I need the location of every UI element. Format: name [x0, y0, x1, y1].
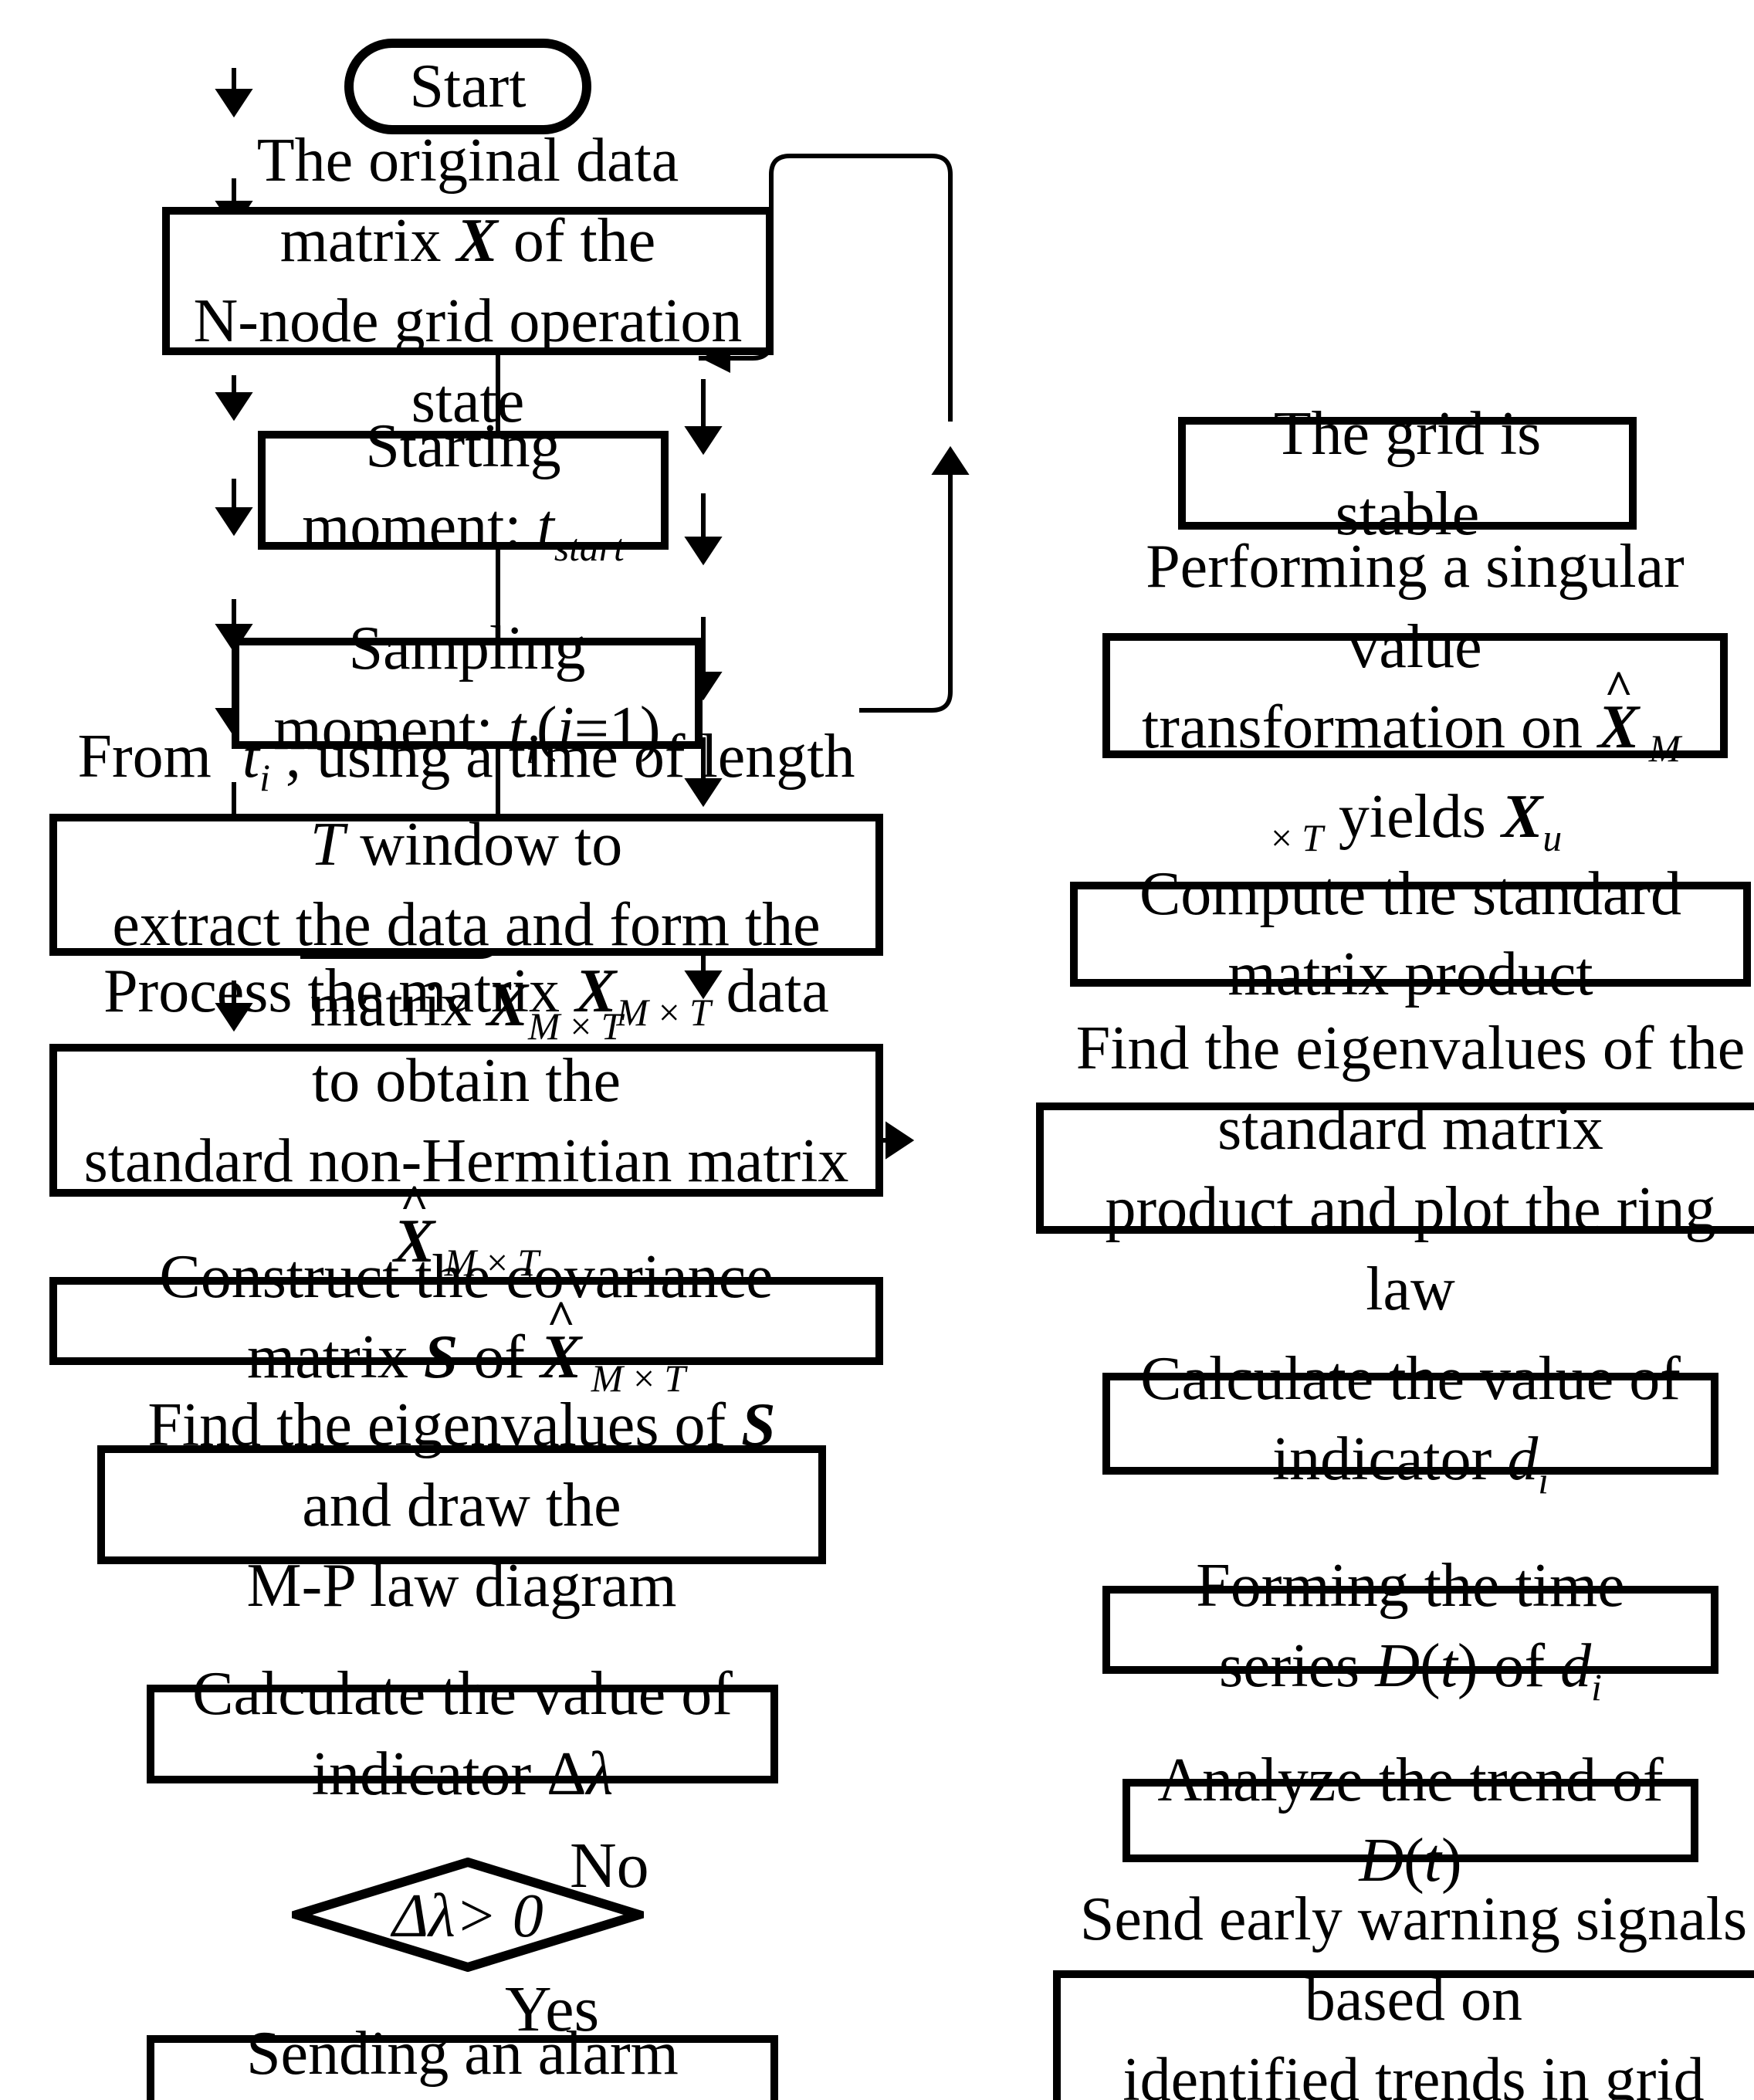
- node-svd[interactable]: Performing a singular value transformati…: [1102, 532, 1728, 859]
- edge-indicatord-to-increment: [859, 445, 970, 713]
- node-grid-stable[interactable]: The grid is stable: [1178, 398, 1637, 547]
- node-standardize[interactable]: Process the matrix XM × T data to obtain…: [49, 957, 883, 1284]
- node-starting-moment-label: Starting moment: tstart: [302, 410, 625, 570]
- node-svd-label: Performing a singular value transformati…: [1141, 531, 1688, 859]
- node-covariance[interactable]: Construct the covariance matrix S of ^X …: [49, 1241, 883, 1401]
- node-extract-window[interactable]: From ti , using a time of length T windo…: [49, 721, 883, 1048]
- node-analyze-trend[interactable]: Analyze the trend of D(t): [1122, 1745, 1698, 1895]
- edge-label-no: No: [570, 1831, 649, 1902]
- node-ring-law-label: Find the eigenvalues of the standard mat…: [1075, 1012, 1746, 1323]
- node-indicator-lambda[interactable]: Calculate the value of indicator Δλ: [147, 1658, 778, 1808]
- edge-label-yes: Yes: [505, 1975, 600, 2046]
- node-covariance-label: Construct the covariance matrix S of ^X …: [159, 1241, 774, 1401]
- node-analyze-trend-label: Analyze the trend of D(t): [1157, 1745, 1664, 1895]
- node-indicator-lambda-label: Calculate the value of indicator Δλ: [192, 1658, 733, 1808]
- node-alarm[interactable]: Sending an alarm signal: [147, 2017, 778, 2100]
- node-ring-law[interactable]: Find the eigenvalues of the standard mat…: [1036, 1012, 1754, 1323]
- node-start-label: Start: [409, 51, 527, 120]
- node-standardize-label: Process the matrix XM × T data to obtain…: [83, 956, 849, 1284]
- node-time-series-label: Forming the time series D(t) of di: [1196, 1550, 1625, 1709]
- node-starting-moment[interactable]: Starting moment: tstart: [258, 411, 669, 570]
- node-alarm-label: Sending an alarm signal: [246, 2017, 679, 2100]
- node-start[interactable]: Start: [344, 39, 591, 134]
- node-indicator-d-label: Calculate the value of indicator di: [1140, 1343, 1681, 1503]
- node-matrix-product[interactable]: Compute the standard matrix product: [1070, 859, 1751, 1008]
- node-matrix-product-label: Compute the standard matrix product: [1139, 859, 1682, 1008]
- node-grid-stable-label: The grid is stable: [1273, 398, 1542, 547]
- node-indicator-d[interactable]: Calculate the value of indicator di: [1102, 1344, 1718, 1503]
- node-time-series[interactable]: Forming the time series D(t) of di: [1102, 1550, 1718, 1709]
